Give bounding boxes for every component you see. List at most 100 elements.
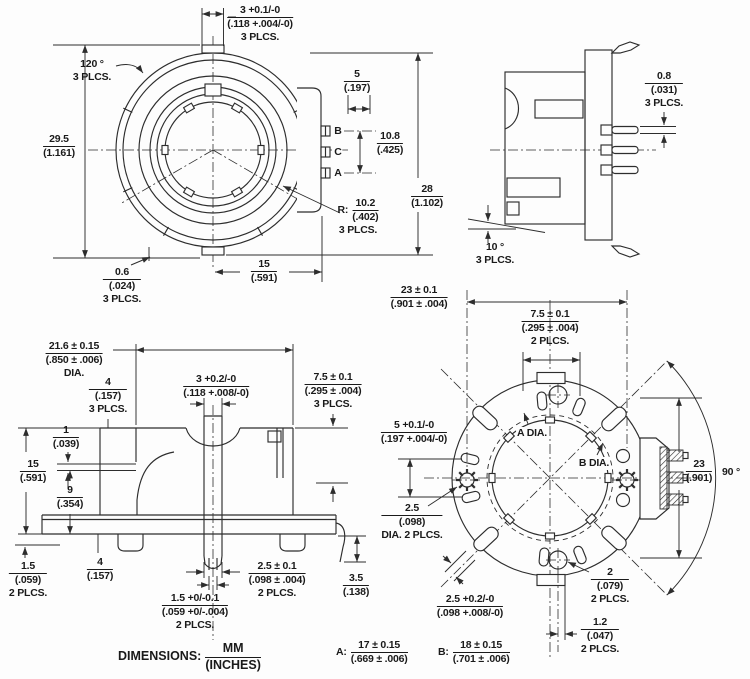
dim-hole-span: 23 ± 0.1 (.901 ± .004) — [390, 284, 448, 311]
inch-value: (.098 ± .004) — [248, 574, 306, 587]
dim-slot-offset: 5 +0.1/-0 (.197 +.004/-0) — [380, 419, 448, 446]
inch-value: (.591) — [19, 472, 47, 485]
dim-tip-length: 3.5 (.138) — [342, 572, 369, 599]
plcs-note: 2 PLCS. — [175, 619, 215, 632]
dim-step: 4 (.157) 3 PLCS. — [88, 376, 128, 416]
mm-value: 5 — [343, 68, 371, 83]
mm-value: 23 ± 0.1 — [390, 284, 448, 299]
inch-value: (.425) — [376, 144, 404, 157]
vent-slots — [460, 391, 627, 567]
dim-peg: 4 (.157) — [86, 556, 114, 583]
dim-body-width: 28 (1.102) — [411, 183, 443, 210]
dim-terminal-length: 5 (.197) — [343, 68, 371, 95]
dim-tab-width-back: 1.2 (.047) 2 PLCS. — [580, 616, 619, 656]
inch-value: (.901 ± .004) — [390, 298, 448, 311]
mm-value: 2 — [590, 566, 630, 581]
bottom-mount-tab — [536, 573, 566, 587]
inch-value: (1.102) — [411, 197, 443, 210]
dim-tab-angle: 120 ° 3 PLCS. — [73, 58, 111, 84]
dim-b-value: B: 18 ± 0.15 (.701 ± .006) — [438, 639, 510, 666]
inch-value: (.157) — [94, 390, 122, 403]
plcs-note: 3 PLCS. — [338, 224, 378, 237]
inch-value: (.031) — [650, 84, 678, 97]
inner-castellation — [161, 102, 265, 198]
radius-prefix: R: — [337, 204, 349, 217]
mm-value: 0.6 — [102, 266, 142, 281]
dim-tip-slot: 1.5 +0/-0.1 (.059 +0/-.004) 2 PLCS. — [161, 592, 229, 632]
inch-value: (.118 +.008/-0) — [183, 387, 249, 400]
keyway — [204, 83, 222, 97]
left-peg — [117, 534, 144, 552]
inch-value: (.701 ± .006) — [452, 653, 510, 666]
terminal-pins — [320, 125, 331, 179]
right-peg — [279, 534, 306, 552]
inch-value: (.354) — [56, 498, 84, 511]
mm-value: 29.5 — [43, 133, 75, 148]
terminal-label-b: B — [333, 125, 343, 139]
inch-value: (.197) — [343, 82, 371, 95]
dim-pin-hole: 2.5 (.098) DIA. 2 PLCS. — [381, 502, 443, 542]
front-view — [53, 8, 433, 282]
inch-value: (.047) — [586, 630, 614, 643]
mm-value: 1.5 +0/-0.1 — [161, 592, 229, 607]
dim-vertical-span: 23 (.901) — [685, 458, 713, 485]
plcs-note: 3 PLCS. — [72, 71, 112, 84]
units-inches: (INCHES) — [205, 657, 261, 672]
dim-standoff: 1.5 (.059) 2 PLCS. — [8, 560, 48, 600]
mm-value: 3 +0.1/-0 — [227, 4, 293, 19]
shaft-tip — [203, 555, 223, 570]
bottom-clip — [610, 245, 641, 258]
plcs-note: 2 PLCS. — [530, 335, 570, 348]
inch-value: (.901) — [685, 472, 713, 485]
mm-value: 1 — [52, 424, 80, 439]
inch-value: (1.161) — [43, 147, 75, 160]
plcs-note: 3 PLCS. — [475, 254, 515, 267]
angle-value: 90 ° — [722, 466, 740, 478]
mm-value: 4 — [86, 556, 114, 571]
dimensions-label: DIMENSIONS: — [118, 649, 202, 664]
mm-value: 1.5 — [8, 560, 48, 575]
plcs-note: 2 PLCS. — [590, 593, 630, 606]
angle-value: 120 ° — [80, 58, 104, 70]
mm-value: 7.5 ± 0.1 — [521, 308, 579, 323]
plcs-note: 3 PLCS. — [102, 293, 142, 306]
inch-value: (.118 +.004/-0) — [227, 18, 293, 31]
mm-value: 15 — [250, 258, 278, 273]
inner-bumps — [488, 416, 612, 540]
mm-value: 28 — [411, 183, 443, 198]
dim-height: 15 (.591) — [19, 458, 47, 485]
inch-value: (.402) — [352, 211, 379, 224]
spline-hole — [452, 469, 482, 491]
mm-value: 21.6 ± 0.15 — [45, 340, 103, 355]
mm-value: 10.2 — [352, 197, 379, 212]
mm-value: 17 ± 0.15 — [350, 639, 408, 654]
flange — [41, 514, 337, 535]
top-tab — [201, 44, 225, 54]
dim-slot-width: 2.5 +0.2/-0 (.098 +.008/-0) — [436, 593, 504, 620]
inch-value: (.197 +.004/-0) — [380, 433, 448, 446]
plcs-note: 3 PLCS. — [240, 31, 280, 44]
dim-depth: 7.5 ± 0.1 (.295 ± .004) 3 PLCS. — [304, 371, 362, 411]
plcs-note: 3 PLCS. — [644, 97, 684, 110]
top-clip — [610, 41, 641, 54]
plcs-note: 3 PLCS. — [88, 403, 128, 416]
dim-tab-thickness: 0.6 (.024) 3 PLCS. — [102, 266, 142, 306]
mm-value: 4 — [88, 376, 128, 391]
back-terminals — [639, 437, 689, 520]
dia-note: DIA. — [63, 367, 85, 380]
mm-value: 3 +0.2/-0 — [183, 373, 249, 388]
dim-terminal-thickness: 0.8 (.031) 3 PLCS. — [644, 70, 684, 110]
d-profile — [504, 87, 519, 130]
shaft-boss — [185, 427, 241, 447]
inch-value: (.098 +.008/-0) — [436, 607, 504, 620]
inch-value: (.850 ± .006) — [45, 354, 103, 367]
plcs-note: 2 PLCS. — [8, 587, 48, 600]
shaft — [203, 415, 223, 556]
dim-bend-angle: 10 ° 3 PLCS. — [476, 241, 514, 267]
mm-value: 23 — [685, 458, 713, 473]
dim-tab-width: 3 +0.1/-0 (.118 +.004/-0) 3 PLCS. — [227, 4, 293, 44]
b-prefix: B: — [438, 646, 449, 659]
dim-lip: 1 (.039) — [52, 424, 80, 451]
back-view — [398, 290, 717, 660]
inch-value: (.098) — [398, 516, 426, 529]
